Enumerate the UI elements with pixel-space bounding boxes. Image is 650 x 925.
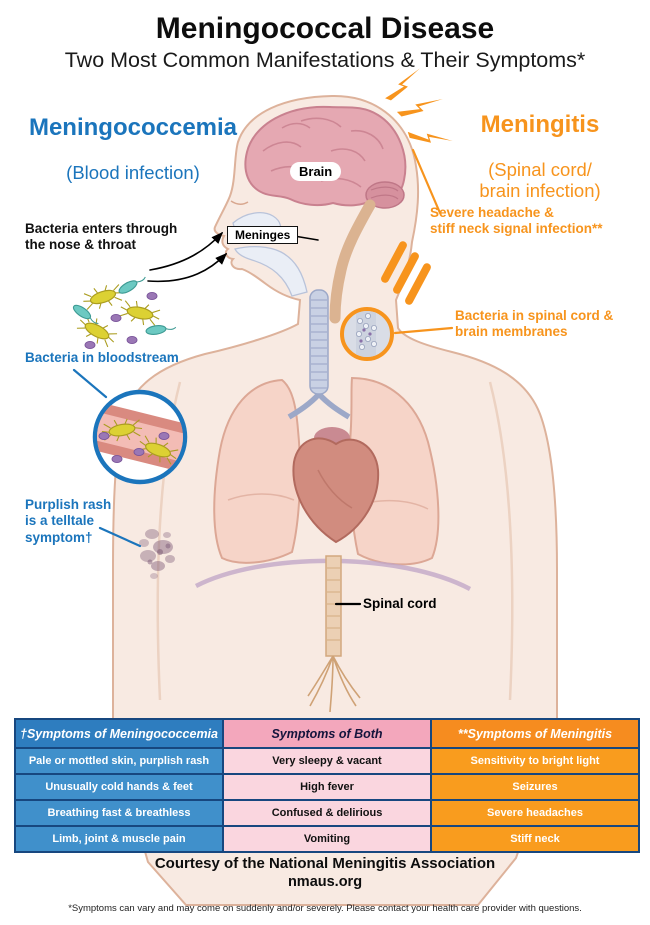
symptom-cell: Sensitivity to bright light bbox=[432, 749, 638, 773]
column-meningitis: **Symptoms of Meningitis Sensitivity to … bbox=[432, 720, 638, 851]
meninges-label: Meninges bbox=[227, 226, 299, 244]
purplish-rash-graphic bbox=[139, 529, 175, 579]
spinal-cord-label: Spinal cord bbox=[363, 596, 437, 611]
heart-graphic bbox=[292, 427, 380, 544]
symptom-cell: Severe headaches bbox=[432, 801, 638, 825]
symptom-cell: Stiff neck bbox=[432, 827, 638, 851]
symptom-cell: High fever bbox=[224, 775, 430, 799]
spinal-cord-graphic bbox=[307, 555, 361, 713]
bacteria-cluster-icon bbox=[70, 272, 177, 351]
column-header-meningococcemia: †Symptoms of Meningococcemia bbox=[16, 720, 222, 747]
heading-meningococcemia: Meningococcemia (Blood infection) bbox=[8, 96, 258, 201]
column-header-both: Symptoms of Both bbox=[224, 720, 430, 747]
website-text: nmaus.org bbox=[287, 874, 363, 890]
page-title: Meningococcal Disease bbox=[155, 12, 495, 45]
meningitis-subtitle: (Spinal cord/ brain infection) bbox=[479, 159, 601, 202]
page-subtitle: Two Most Common Manifestations & Their S… bbox=[64, 48, 586, 72]
stiff-neck-stripes-icon bbox=[381, 241, 431, 305]
lungs-graphic bbox=[213, 376, 440, 566]
meningitis-title: Meningitis bbox=[480, 111, 600, 138]
annotation-bacteria-bloodstream: Bacteria in bloodstream bbox=[25, 350, 179, 365]
bloodstream-inset bbox=[92, 389, 188, 485]
trachea-graphic bbox=[287, 289, 351, 420]
heading-meningitis: Meningitis (Spinal cord/ brain infection… bbox=[440, 93, 640, 220]
annotation-nose-throat: Bacteria enters through the nose & throa… bbox=[25, 221, 178, 253]
courtesy-text: Courtesy of the National Meningitis Asso… bbox=[154, 855, 496, 872]
symptom-cell: Limb, joint & muscle pain bbox=[16, 827, 222, 851]
annotation-purplish-rash: Purplish rash is a telltale symptom† bbox=[25, 497, 112, 545]
symptom-cell: Seizures bbox=[432, 775, 638, 799]
spinal-bacteria-inset bbox=[340, 307, 394, 361]
symptom-cell: Unusually cold hands & feet bbox=[16, 775, 222, 799]
meningococcemia-title: Meningococcemia bbox=[28, 114, 238, 141]
footnote-text: *Symptoms can vary and may come on sudde… bbox=[68, 903, 582, 914]
symptoms-table: †Symptoms of Meningococcemia Pale or mot… bbox=[14, 718, 640, 853]
column-header-meningitis: **Symptoms of Meningitis bbox=[432, 720, 638, 747]
symptom-cell: Confused & delirious bbox=[224, 801, 430, 825]
symptom-cell: Breathing fast & breathless bbox=[16, 801, 222, 825]
column-meningococcemia: †Symptoms of Meningococcemia Pale or mot… bbox=[16, 720, 222, 851]
symptom-cell: Vomiting bbox=[224, 827, 430, 851]
column-both: Symptoms of Both Very sleepy & vacant Hi… bbox=[224, 720, 430, 851]
meningococcemia-subtitle: (Blood infection) bbox=[66, 162, 200, 183]
brain-label: Brain bbox=[290, 162, 342, 181]
annotation-severe-headache: Severe headache & stiff neck signal infe… bbox=[430, 205, 603, 237]
annotation-bacteria-spinal-cord: Bacteria in spinal cord & brain membrane… bbox=[455, 308, 614, 340]
symptom-cell: Pale or mottled skin, purplish rash bbox=[16, 749, 222, 773]
symptom-cell: Very sleepy & vacant bbox=[224, 749, 430, 773]
